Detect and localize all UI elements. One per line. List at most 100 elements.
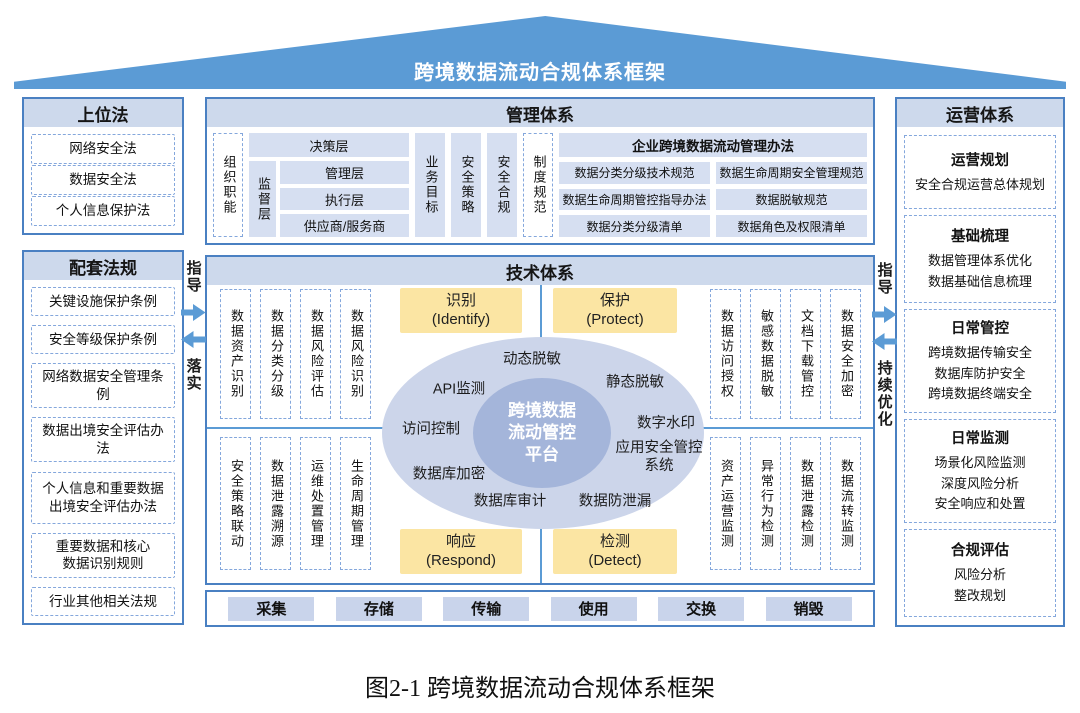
tool-label: 静态脱敏	[606, 374, 664, 391]
management-system-section: 管理体系 组织职能 决策层 监督层 管理层 执行层 供应商/服务商 业	[205, 97, 875, 245]
supervision-layer: 监督层	[249, 161, 276, 237]
identify-capabilities: 数据资产识别 数据分类分级 数据风险评估 数据风险识别	[220, 289, 371, 419]
diagram-title: 跨境数据流动合规体系框架	[414, 62, 666, 84]
regulation-item: 重要数据和核心数据识别规则	[31, 532, 175, 578]
tool-label: 应用安全管控系统	[615, 439, 703, 474]
right-connector: 指导 持续优化	[871, 262, 897, 428]
law-item: 数据安全法	[31, 165, 175, 195]
tool-label: 动态脱敏	[503, 351, 561, 368]
lifecycle-stage: 采集	[228, 596, 315, 621]
left-connector: 指导 落实	[180, 260, 206, 392]
lifecycle-stage: 传输	[443, 596, 530, 621]
regulation-item: 行业其他相关法规	[31, 586, 175, 616]
management-layer: 管理层	[280, 161, 409, 184]
detect-capabilities: 资产运营监测 异常行为检测 数据泄露检测 数据流转监测	[710, 437, 861, 570]
implement-label: 落实	[184, 358, 202, 392]
security-compliance-box: 安全合规	[487, 133, 517, 237]
ops-group-planning: 运营规划 安全合规运营总体规划	[904, 135, 1056, 209]
capability-box: 数据泄露检测	[790, 437, 821, 570]
lifecycle-stage: 交换	[658, 596, 745, 621]
capability-box: 数据资产识别	[220, 289, 251, 419]
lifecycle-stage: 存储	[335, 596, 422, 621]
org-layers-group: 决策层 监督层 管理层 执行层 供应商/服务商	[249, 133, 409, 238]
regulation-item: 安全等级保护条例	[31, 325, 175, 355]
capability-box: 数据分类分级	[260, 289, 291, 419]
guide-label: 指导	[875, 262, 893, 296]
policy-cell: 数据生命周期安全管理规范	[716, 162, 867, 184]
business-goal-box: 业务目标	[415, 133, 445, 237]
execution-layer: 执行层	[280, 187, 409, 211]
arrow-right-icon	[871, 306, 897, 323]
operations-groups: 运营规划 安全合规运营总体规划 基础梳理 数据管理体系优化 数据基础信息梳理 日…	[897, 127, 1063, 625]
tool-label: 访问控制	[402, 421, 460, 438]
regulation-item: 个人信息和重要数据出境安全评估办法	[31, 471, 175, 524]
respond-capabilities: 安全策略联动 数据泄露溯源 运维处置管理 生命周期管理	[220, 437, 371, 570]
capability-box: 数据风险评估	[300, 289, 331, 419]
technical-system-section: 技术体系 数据资产识别 数据分类分级 数据风险评估 数据风险识别 安全策略联动 …	[205, 255, 875, 585]
protect-function-label: 保护 (Protect)	[553, 288, 677, 333]
policy-cell: 数据分类分级清单	[559, 215, 710, 238]
ops-group-daily-monitoring: 日常监测 场景化风险监测 深度风险分析 安全响应和处置	[904, 419, 1056, 523]
capability-box: 数据访问授权	[710, 289, 741, 419]
capability-box: 数据风险识别	[340, 289, 371, 419]
capability-box: 数据安全加密	[830, 289, 861, 419]
respond-function-label: 响应 (Respond)	[400, 529, 522, 574]
policy-cell: 数据生命周期管控指导办法	[559, 188, 710, 211]
figure-caption: 图2-1 跨境数据流动合规体系框架	[365, 676, 715, 702]
technical-system-header: 技术体系	[207, 257, 873, 285]
platform-core-label: 跨境数据流动管控平台	[508, 400, 576, 465]
org-function-box: 组织职能	[213, 133, 243, 237]
management-content: 组织职能 决策层 监督层 管理层 执行层 供应商/服务商 业务目标 安全策略 安…	[207, 127, 873, 243]
supporting-regulations-header: 配套法规	[24, 252, 182, 280]
protect-capabilities: 数据访问授权 敏感数据脱敏 文档下载管控 数据安全加密	[710, 289, 861, 419]
ops-group-baseline: 基础梳理 数据管理体系优化 数据基础信息梳理	[904, 215, 1056, 303]
lifecycle-stage: 使用	[550, 596, 637, 621]
supplier-layer: 供应商/服务商	[280, 214, 409, 238]
tool-label: 数字水印	[637, 415, 695, 432]
capability-box: 数据流转监测	[830, 437, 861, 570]
lifecycle-stage: 销毁	[765, 596, 852, 621]
management-system-header: 管理体系	[207, 99, 873, 127]
policy-main: 企业跨境数据流动管理办法	[559, 133, 867, 157]
regulation-item: 网络数据安全管理条例	[31, 363, 175, 409]
guide-label: 指导	[184, 260, 202, 294]
capability-box: 生命周期管理	[340, 437, 371, 570]
law-item: 网络安全法	[31, 134, 175, 164]
capability-box: 异常行为检测	[750, 437, 781, 570]
policy-cell: 数据脱敏规范	[716, 188, 867, 211]
institution-box: 制度规范	[523, 133, 553, 237]
regulation-item: 数据出境安全评估办法	[31, 417, 175, 463]
arrow-left-icon	[872, 333, 897, 350]
tool-label: API监测	[432, 381, 486, 398]
law-item: 个人信息保护法	[31, 196, 175, 226]
lifecycle-bar: 采集 存储 传输 使用 交换 销毁	[205, 590, 875, 627]
capability-box: 运维处置管理	[300, 437, 331, 570]
capability-box: 敏感数据脱敏	[750, 289, 781, 419]
superior-laws-header: 上位法	[24, 99, 182, 127]
decision-layer: 决策层	[249, 133, 409, 157]
capability-box: 资产运营监测	[710, 437, 741, 570]
regulation-item: 关键设施保护条例	[31, 287, 175, 316]
continuous-optimization-label: 持续优化	[875, 360, 893, 428]
platform-core: 跨境数据流动管控平台	[473, 378, 611, 488]
superior-laws-section: 上位法 网络安全法 数据安全法 个人信息保护法	[22, 97, 184, 235]
policy-grid: 企业跨境数据流动管理办法 数据分类分级技术规范 数据生命周期安全管理规范 数据生…	[559, 133, 867, 238]
operations-system-section: 运营体系 运营规划 安全合规运营总体规划 基础梳理 数据管理体系优化 数据基础信…	[895, 97, 1065, 627]
tool-label: 数据库加密	[412, 466, 486, 483]
operations-system-header: 运营体系	[897, 99, 1063, 127]
capability-box: 安全策略联动	[220, 437, 251, 570]
tool-label: 数据防泄漏	[578, 493, 652, 510]
capability-box: 数据泄露溯源	[260, 437, 291, 570]
ops-group-compliance-assessment: 合规评估 风险分析 整改规划	[904, 529, 1056, 617]
ops-group-daily-control: 日常管控 跨境数据传输安全 数据库防护安全 跨境数据终端安全	[904, 309, 1056, 413]
identify-function-label: 识别 (Identify)	[400, 288, 522, 333]
supporting-regulations-section: 配套法规 关键设施保护条例 安全等级保护条例 网络数据安全管理条例 数据出境安全…	[22, 250, 184, 625]
capability-box: 文档下载管控	[790, 289, 821, 419]
policy-cell: 数据分类分级技术规范	[559, 162, 710, 184]
arrow-right-icon	[180, 304, 206, 321]
security-policy-box: 安全策略	[451, 133, 481, 237]
technical-content: 数据资产识别 数据分类分级 数据风险评估 数据风险识别 安全策略联动 数据泄露溯…	[207, 285, 873, 583]
superior-laws-list: 网络安全法 数据安全法 个人信息保护法	[24, 127, 182, 233]
detect-function-label: 检测 (Detect)	[553, 529, 677, 574]
